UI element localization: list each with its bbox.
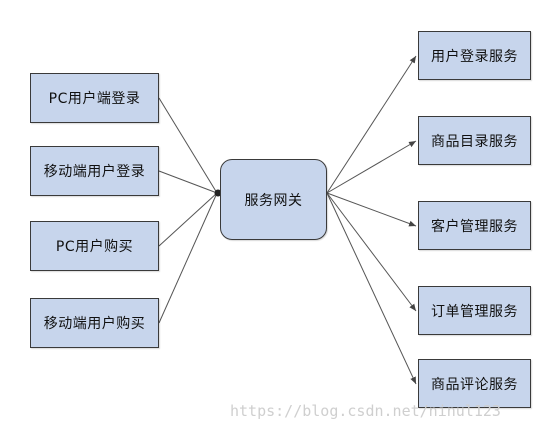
watermark-text: https://blog.csdn.net/ninul123 (230, 402, 501, 420)
gateway-box: 服务网关 (220, 159, 327, 240)
service-link-4 (326, 192, 417, 312)
client-link-2 (158, 170, 218, 194)
service-link-3 (326, 192, 417, 227)
service-box-review: 商品评论服务 (418, 359, 531, 408)
client-box-pc-purchase: PC用户购买 (30, 221, 159, 271)
service-box-order: 订单管理服务 (418, 286, 531, 335)
service-link-5 (326, 192, 417, 385)
client-box-mobile-login: 移动端用户登录 (30, 146, 159, 196)
service-link-1 (326, 55, 417, 194)
service-box-customer: 客户管理服务 (418, 201, 531, 250)
client-link-1 (158, 97, 218, 194)
service-link-2 (326, 140, 417, 194)
client-link-4 (158, 192, 218, 324)
client-link-3 (158, 192, 218, 247)
client-box-pc-login: PC用户端登录 (30, 73, 159, 123)
service-box-user-login: 用户登录服务 (418, 31, 531, 80)
client-box-mobile-purchase: 移动端用户购买 (30, 298, 159, 348)
service-box-catalog: 商品目录服务 (418, 116, 531, 165)
junction-dot (214, 189, 222, 197)
